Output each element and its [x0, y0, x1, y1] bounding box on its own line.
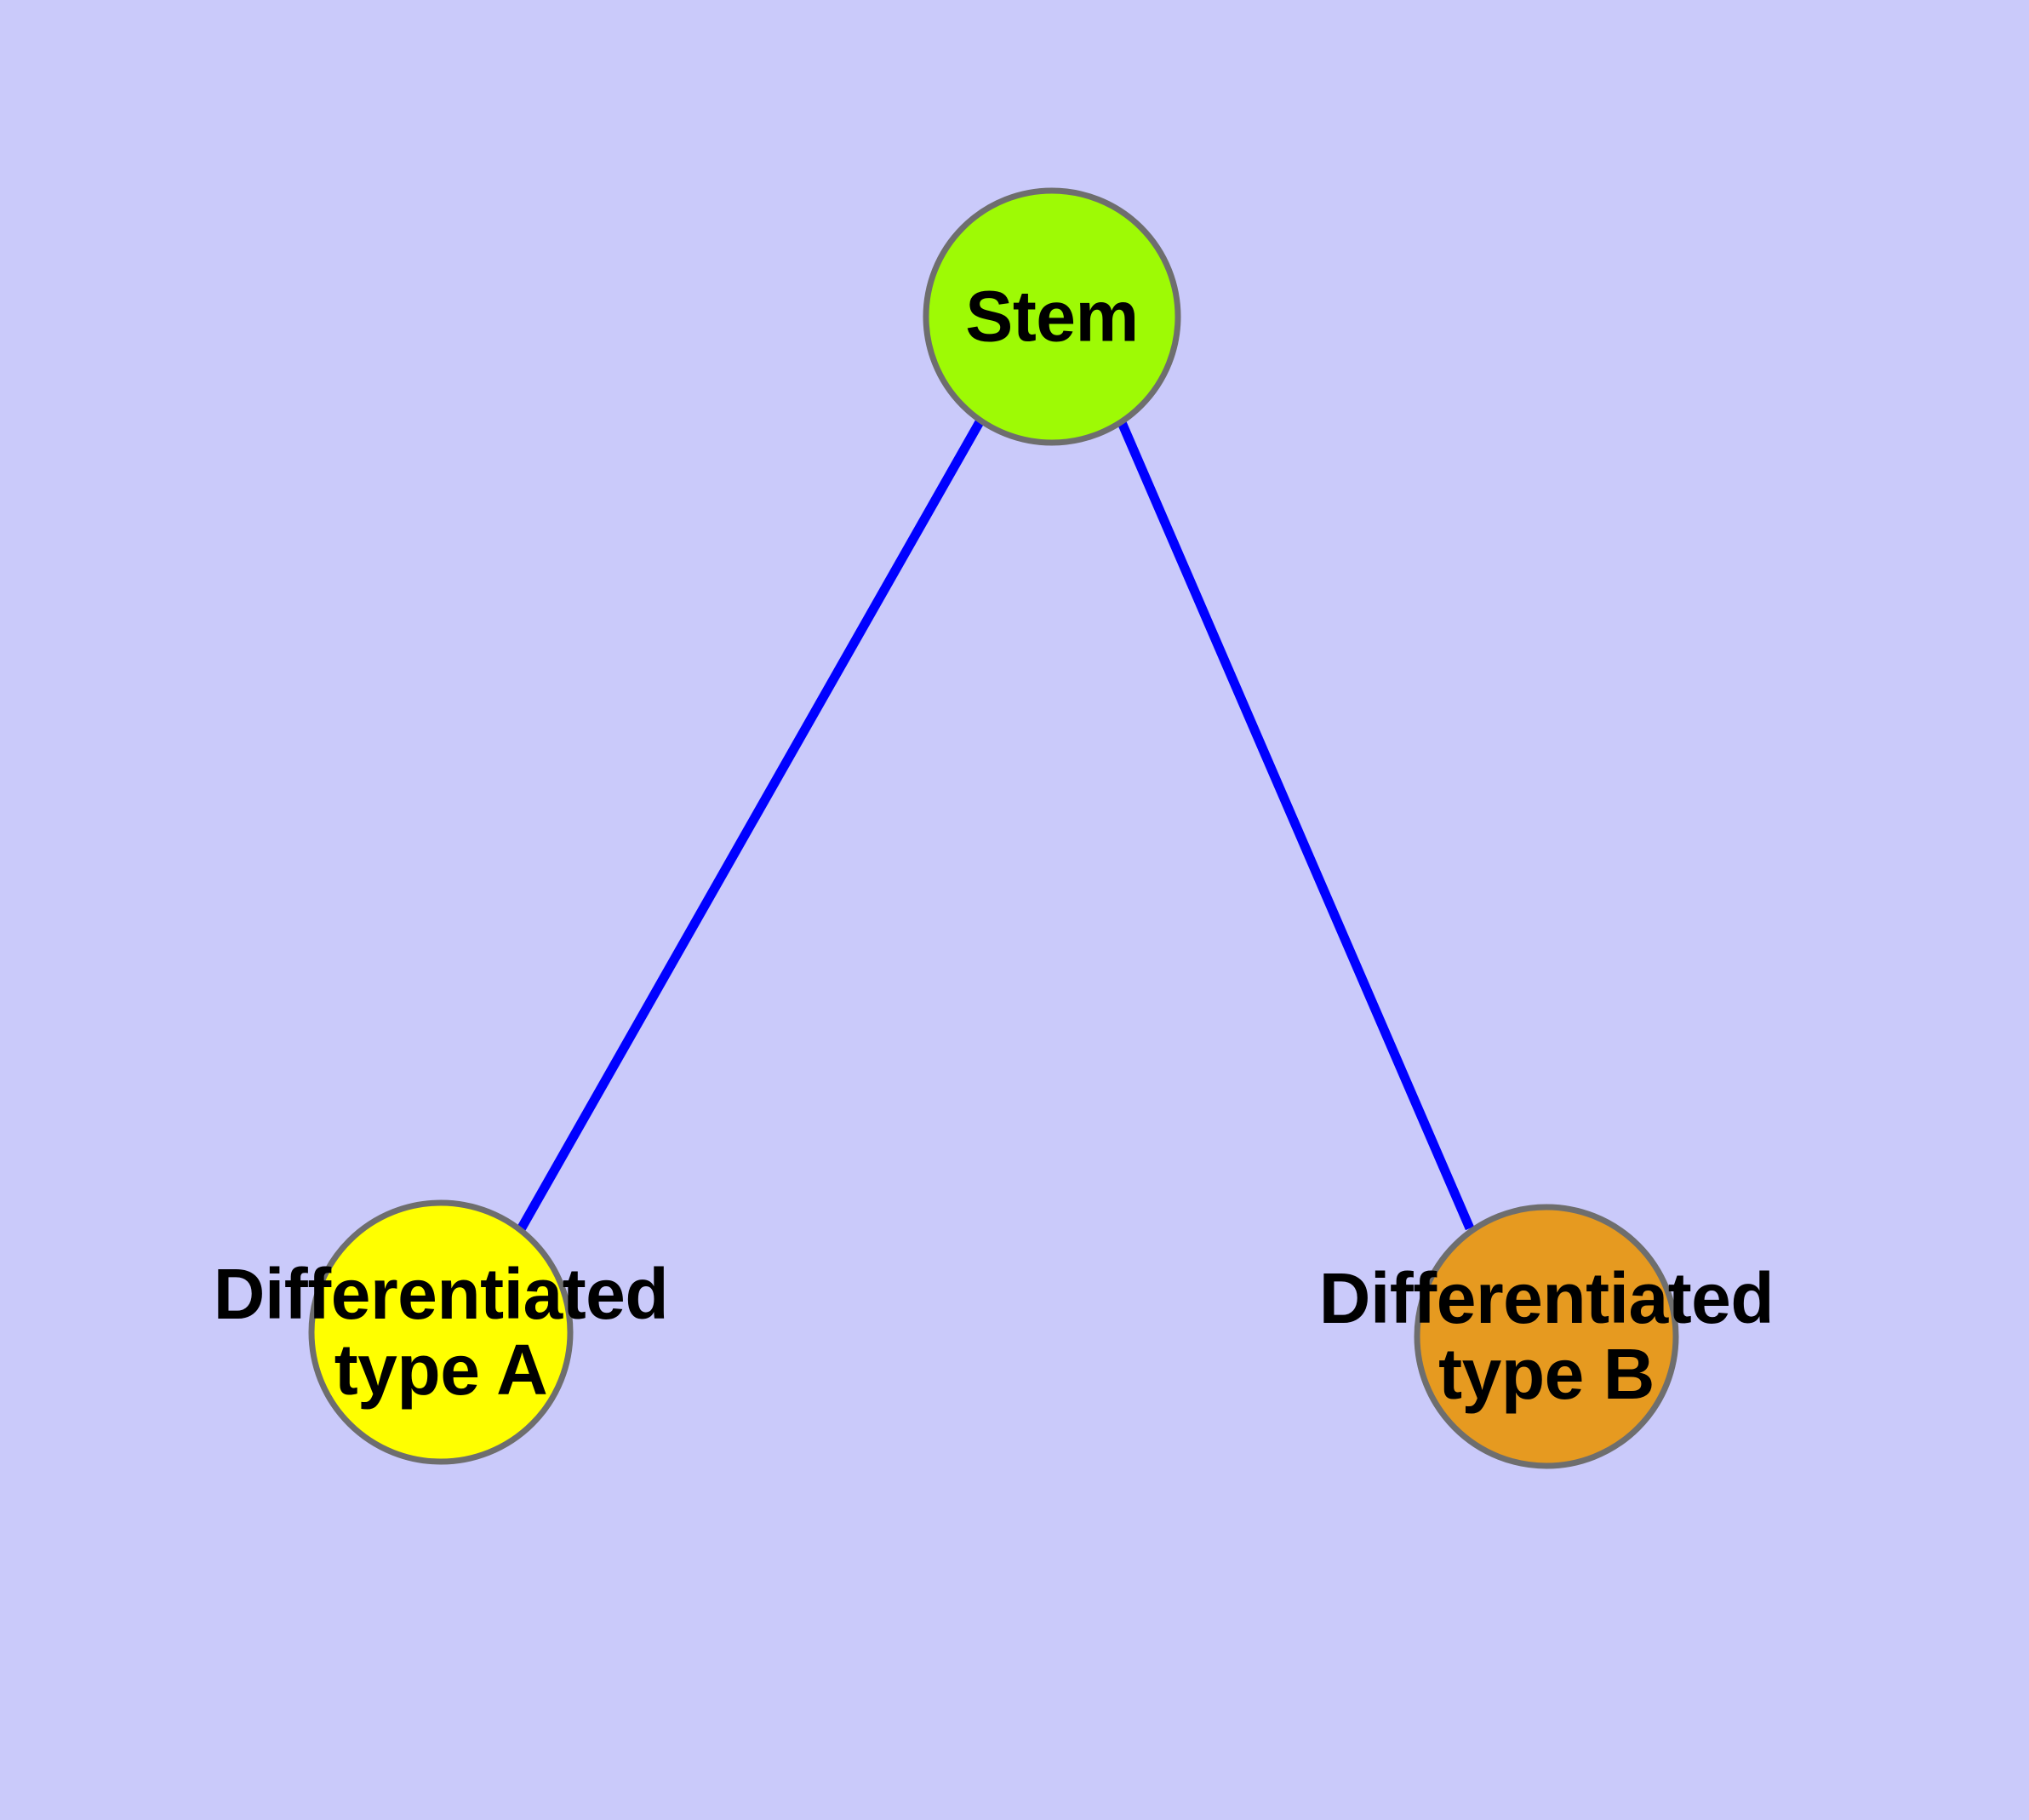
node-layer: [308, 187, 1679, 1469]
graph-node-diff_b[interactable]: [1414, 1204, 1679, 1469]
graph-node-diff_a[interactable]: [308, 1199, 574, 1465]
edge-layer: [517, 418, 1475, 1232]
graph-node-stem[interactable]: [923, 187, 1181, 446]
graph-edge-stem-to-a: [517, 418, 985, 1232]
graph-edge-stem-to-b: [1116, 418, 1475, 1231]
